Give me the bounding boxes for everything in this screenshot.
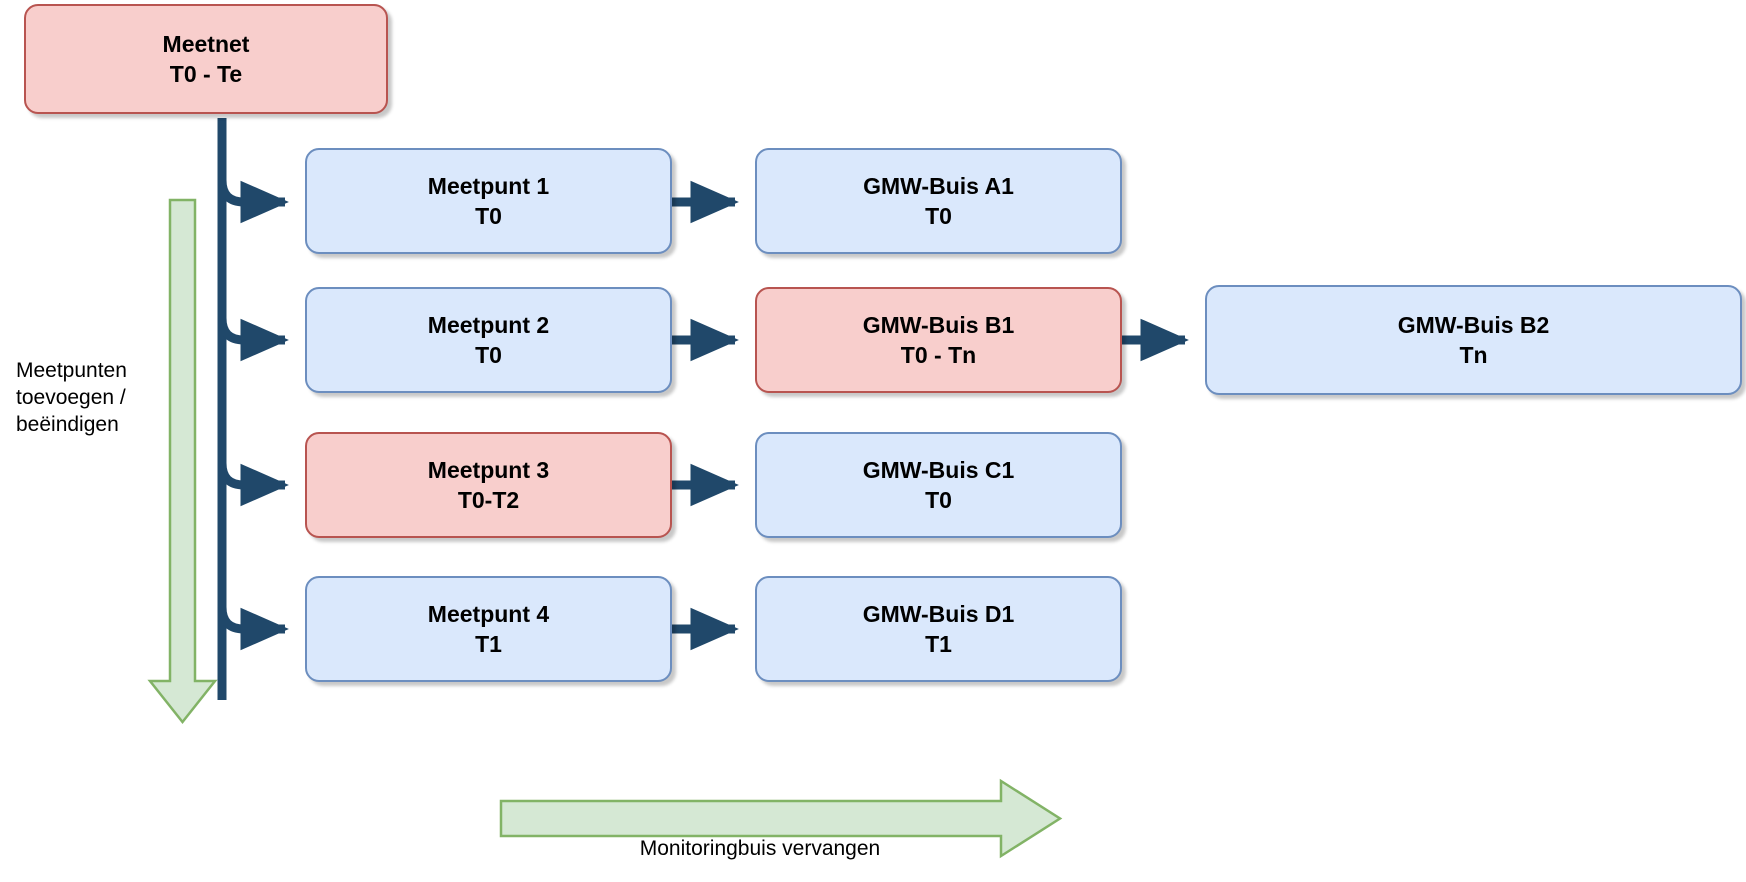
- node-meetpunt-4-line2: T1: [475, 631, 502, 657]
- node-gmw-buis-d1[interactable]: GMW-Buis D1 T1: [755, 576, 1122, 682]
- node-gmw-buis-c1-line2: T0: [925, 487, 952, 513]
- node-gmw-buis-a1-line2: T0: [925, 203, 952, 229]
- connector-meetnet-to-meetpunt-2: [217, 317, 289, 362]
- node-gmw-buis-b2-line2: Tn: [1459, 342, 1488, 368]
- node-gmw-buis-a1-line1: GMW-Buis A1: [863, 172, 1014, 199]
- node-gmw-buis-b1[interactable]: GMW-Buis B1 T0 - Tn: [755, 287, 1122, 393]
- label-monitoringbuis-vervangen: Monitoringbuis vervangen: [639, 837, 881, 860]
- node-gmw-buis-c1[interactable]: GMW-Buis C1 T0: [755, 432, 1122, 538]
- node-gmw-buis-b2[interactable]: GMW-Buis B2 Tn: [1205, 285, 1742, 395]
- connector-meetnet-to-meetpunt-1: [217, 179, 289, 224]
- node-gmw-buis-d1-line2: T1: [925, 631, 952, 657]
- green-down-arrow: [147, 198, 218, 725]
- node-meetpunt-1-line2: T0: [475, 203, 502, 229]
- node-meetpunt-4[interactable]: Meetpunt 4 T1: [305, 576, 672, 682]
- node-meetpunt-3[interactable]: Meetpunt 3 T0-T2: [305, 432, 672, 538]
- node-meetpunt-2-line2: T0: [475, 342, 502, 368]
- node-gmw-buis-b2-line1: GMW-Buis B2: [1397, 311, 1550, 338]
- node-gmw-buis-c1-line1: GMW-Buis C1: [862, 456, 1015, 483]
- node-gmw-buis-b1-line2: T0 - Tn: [900, 342, 977, 368]
- node-meetpunt-3-line1: Meetpunt 3: [427, 456, 550, 483]
- node-gmw-buis-a1[interactable]: GMW-Buis A1 T0: [755, 148, 1122, 254]
- connector-meetnet-to-meetpunt-3: [217, 462, 289, 507]
- node-meetpunt-2[interactable]: Meetpunt 2 T0: [305, 287, 672, 393]
- node-meetnet[interactable]: Meetnet T0 - Te: [24, 4, 388, 114]
- node-meetnet-line2: T0 - Te: [169, 61, 243, 87]
- node-meetpunt-1[interactable]: Meetpunt 1 T0: [305, 148, 672, 254]
- node-gmw-buis-b1-line1: GMW-Buis B1: [862, 311, 1015, 338]
- label-meetpunten-toevoegen-beeindigen: Meetpunten toevoegen / beëindigen: [16, 359, 127, 436]
- node-meetnet-line1: Meetnet: [162, 30, 250, 57]
- node-meetpunt-3-line2: T0-T2: [457, 487, 520, 513]
- node-meetpunt-4-line1: Meetpunt 4: [427, 600, 550, 627]
- node-gmw-buis-d1-line1: GMW-Buis D1: [862, 600, 1015, 627]
- green-right-arrow: [499, 778, 1063, 859]
- node-meetpunt-1-line1: Meetpunt 1: [427, 172, 550, 199]
- node-meetpunt-2-line1: Meetpunt 2: [427, 311, 550, 338]
- connector-meetnet-to-meetpunt-4: [217, 606, 289, 651]
